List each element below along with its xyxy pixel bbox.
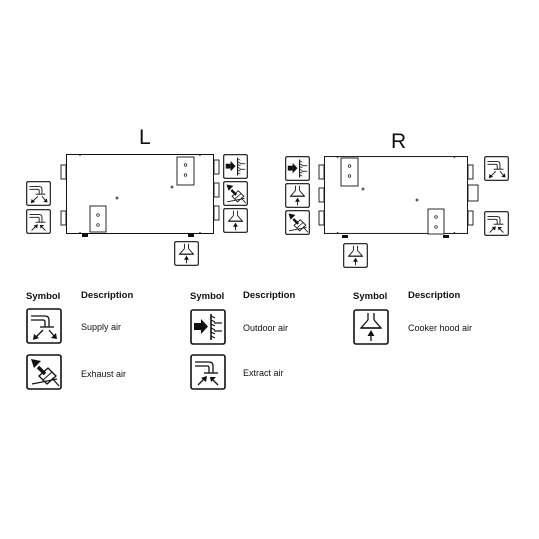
legend-description-header-2: Description bbox=[243, 290, 296, 301]
unit-right-label: R bbox=[391, 130, 407, 153]
legend-symbol-header-1: Symbol bbox=[26, 291, 61, 302]
unit-left-supply-air-icon bbox=[26, 181, 51, 206]
unit-right-exhaust-air-icon bbox=[285, 210, 310, 235]
unit-right-bottom-cooker-hood-air-icon bbox=[343, 243, 368, 268]
unit-right-outdoor-air-icon bbox=[285, 156, 310, 181]
legend-exhaust-air-icon bbox=[26, 354, 62, 390]
legend-cooker-hood-air-icon bbox=[353, 309, 389, 345]
legend-description-extract-air: Extract air bbox=[243, 368, 284, 378]
legend-description-exhaust-air: Exhaust air bbox=[81, 369, 127, 379]
legend-symbol-header-3: Symbol bbox=[353, 291, 388, 302]
unit-right-supply-air-icon bbox=[484, 156, 509, 181]
unit-left-outdoor-air-icon bbox=[223, 154, 248, 179]
legend-supply-air-icon bbox=[26, 308, 62, 344]
unit-left-label: L bbox=[139, 126, 151, 149]
unit-left-extract-air-icon bbox=[26, 209, 51, 234]
unit-left-cooker-hood-air-icon bbox=[223, 208, 248, 233]
legend-description-header-1: Description bbox=[81, 290, 134, 301]
legend-extract-air-icon bbox=[190, 354, 226, 390]
legend-description-header-3: Description bbox=[408, 290, 461, 301]
unit-left bbox=[60, 154, 220, 237]
legend-outdoor-air-icon bbox=[190, 309, 226, 345]
legend-description-cooker-hood-air: Cooker hood air bbox=[408, 323, 473, 333]
unit-left-bottom-cooker-hood-air-icon bbox=[174, 241, 199, 266]
unit-left-exhaust-air-icon bbox=[223, 181, 248, 206]
unit-right-cooker-hood-air-icon bbox=[285, 183, 310, 208]
legend-description-outdoor-air: Outdoor air bbox=[243, 323, 289, 333]
unit-right bbox=[318, 155, 479, 238]
legend-description-supply-air: Supply air bbox=[81, 322, 122, 332]
unit-right-extract-air-icon bbox=[484, 211, 509, 236]
legend-symbol-header-2: Symbol bbox=[190, 291, 225, 302]
